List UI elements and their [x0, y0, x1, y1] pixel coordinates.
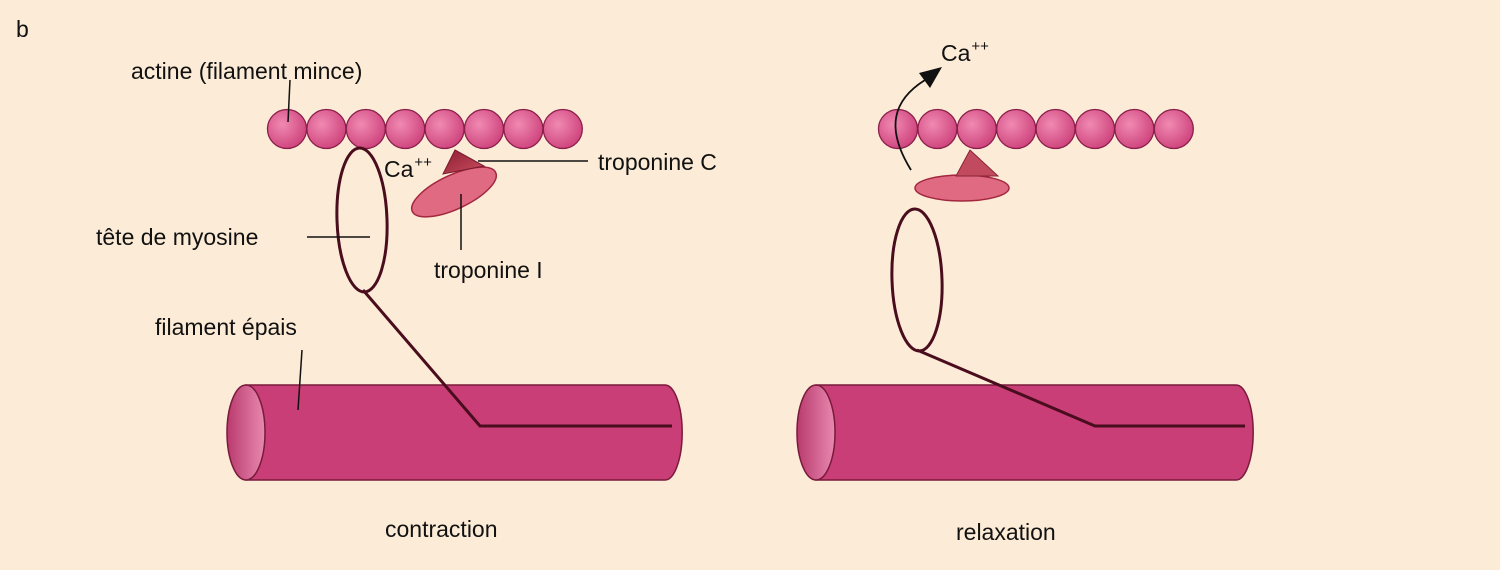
relaxation-actin-monomer: [1035, 108, 1076, 150]
myosin-head-label: tête de myosine: [96, 224, 259, 250]
actin-label: actine (filament mince): [131, 58, 363, 84]
thick-filament-contraction: [226, 384, 683, 481]
contraction-actin-monomer: [542, 108, 583, 150]
contraction-caption: contraction: [385, 516, 498, 542]
calcium-label-contraction: Ca++: [384, 155, 432, 182]
calcium-charge: ++: [414, 154, 432, 171]
troponin-c-contraction: [442, 149, 486, 175]
relaxation-actin-monomer: [1153, 108, 1194, 150]
actin-filament-relaxation: [877, 108, 1194, 150]
relaxation-caption: relaxation: [956, 519, 1056, 545]
calcium-charge: ++: [971, 38, 989, 55]
relaxation-actin-monomer: [917, 108, 958, 150]
calcium-label-relaxation: Ca++: [941, 39, 989, 66]
contraction-actin-monomer: [266, 108, 308, 150]
actin-filament-contraction: [266, 108, 583, 150]
relaxation-actin-monomer: [1074, 108, 1116, 150]
myosin-head-contraction: [335, 146, 389, 294]
thick-filament-label: filament épais: [155, 314, 297, 340]
troponin-c-label: troponine C: [598, 149, 717, 175]
myosin-tail-contraction: [361, 289, 672, 428]
contraction-panel: [226, 79, 683, 481]
calcium-symbol: Ca: [384, 156, 414, 182]
calcium-release-arrow: [894, 67, 942, 171]
relaxation-actin-monomer: [956, 108, 997, 150]
myosin-tail-relaxation: [916, 348, 1245, 428]
contraction-actin-monomer: [424, 108, 465, 150]
contraction-actin-monomer: [503, 108, 544, 150]
contraction-actin-monomer: [306, 108, 347, 150]
relaxation-actin-monomer: [1114, 108, 1155, 150]
troponin-i-relaxation: [914, 174, 1010, 202]
relaxation-panel: [796, 67, 1254, 481]
contraction-actin-monomer: [385, 108, 426, 150]
contraction-actin-monomer: [345, 108, 386, 150]
panel-letter: b: [16, 16, 29, 42]
leader-actin: [287, 79, 291, 123]
relaxation-actin-monomer: [996, 108, 1037, 150]
leader-thick-filament: [297, 349, 303, 411]
troponin-c-relaxation: [955, 149, 1000, 177]
troponin-i-label: troponine I: [434, 257, 543, 283]
myosin-head-relaxation: [890, 207, 944, 353]
thick-filament-relaxation: [796, 384, 1254, 481]
calcium-symbol: Ca: [941, 40, 971, 66]
contraction-actin-monomer: [463, 108, 505, 150]
